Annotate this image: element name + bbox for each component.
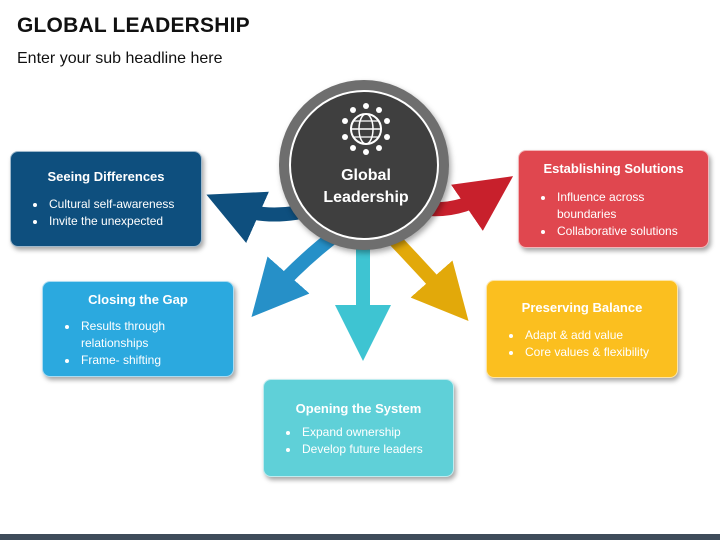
arrow-closing	[251, 227, 343, 317]
page-title: GLOBAL LEADERSHIP	[17, 14, 250, 37]
people-globe-icon	[342, 103, 390, 155]
bullet-item: Collaborative solutions	[555, 223, 700, 240]
card-bullets: Expand ownership Develop future leaders	[272, 424, 445, 458]
bullet-item: Results through relationships	[79, 318, 225, 352]
card-title: Preserving Balance	[521, 300, 643, 315]
card-closing-the-gap: Closing the Gap Results through relation…	[42, 281, 234, 377]
bullet-item: Cultural self-awareness	[47, 196, 193, 213]
page-subtitle: Enter your sub headline here	[17, 50, 223, 67]
bullet-item: Develop future leaders	[300, 441, 445, 458]
hub-label-line2: Leadership	[323, 189, 409, 206]
central-hub: Global Leadership	[279, 80, 449, 250]
card-title: Opening the System	[295, 401, 422, 416]
bullet-item: Core values & flexibility	[523, 344, 669, 361]
hub-inner-circle: Global Leadership	[289, 90, 439, 240]
bullet-item: Influence across boundaries	[555, 189, 700, 223]
card-title: Seeing Differences	[47, 169, 165, 184]
bullet-item: Invite the unexpected	[47, 213, 193, 230]
card-bullets: Cultural self-awareness Invite the unexp…	[19, 196, 193, 230]
hub-label: Global Leadership	[291, 165, 441, 209]
hub-label-line1: Global	[341, 167, 391, 184]
card-bullets: Influence across boundaries Collaborativ…	[527, 189, 700, 240]
card-title: Closing the Gap	[88, 292, 188, 307]
card-bullets: Adapt & add value Core values & flexibil…	[495, 327, 669, 361]
footer-bar	[0, 534, 720, 540]
bullet-item: Expand ownership	[300, 424, 445, 441]
card-title: Establishing Solutions	[543, 161, 684, 176]
card-bullets: Results through relationships Frame- shi…	[51, 318, 225, 369]
card-establishing-solutions: Establishing Solutions Influence across …	[518, 150, 709, 248]
bullet-item: Adapt & add value	[523, 327, 669, 344]
bullet-item: Frame- shifting	[79, 352, 225, 369]
card-seeing-differences: Seeing Differences Cultural self-awarene…	[10, 151, 202, 247]
card-preserving-balance: Preserving Balance Adapt & add value Cor…	[486, 280, 678, 378]
card-opening-the-system: Opening the System Expand ownership Deve…	[263, 379, 454, 477]
